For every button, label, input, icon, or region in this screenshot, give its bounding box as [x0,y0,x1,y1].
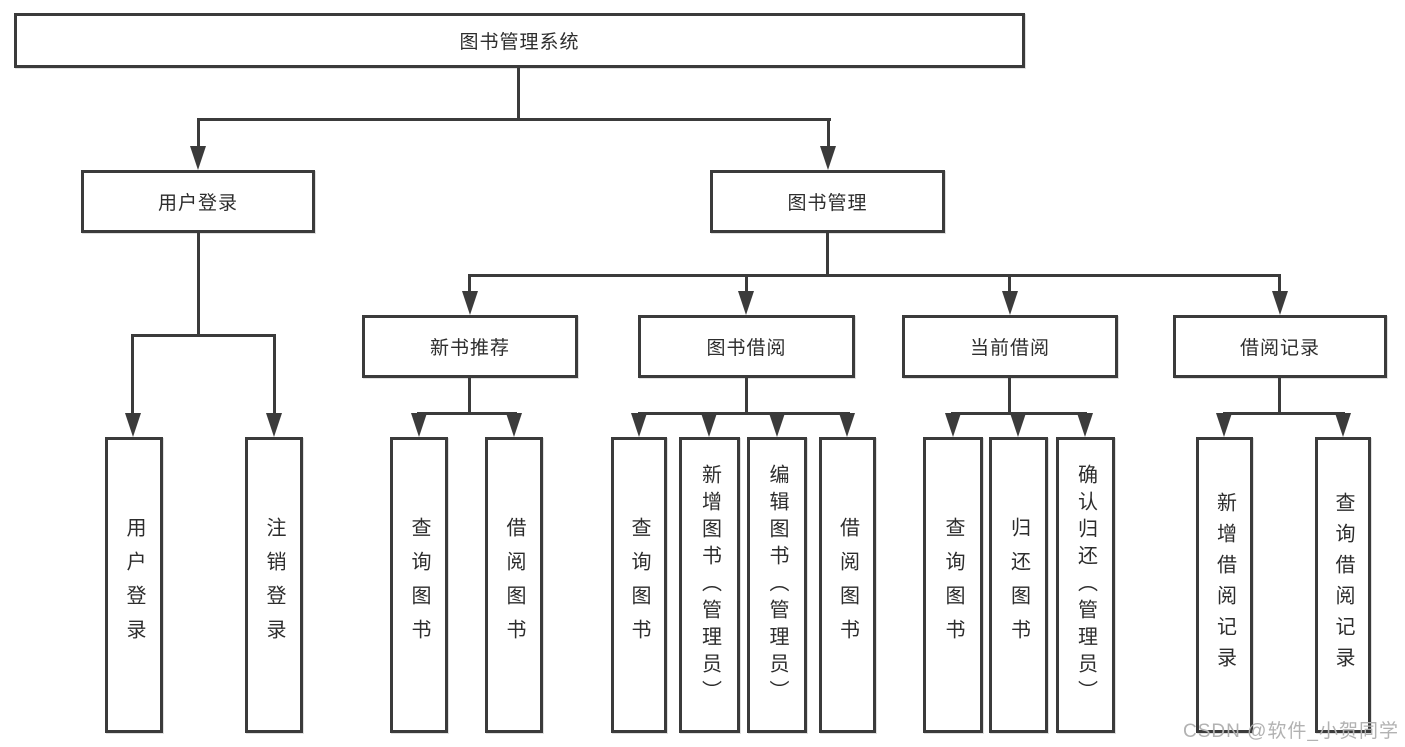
leaf-query-books-recommend: 查询图书 [390,437,448,733]
leaf-add-book-admin-label: 新增图书（管理员） [698,463,721,707]
arrowhead-book-mgmt [820,146,836,170]
edge-borrow-records-stem [1278,378,1281,415]
edge-root-drop-book-mgmt [827,118,830,150]
edge-drop-current-borrowing [1008,274,1011,296]
leaf-query-books-borrowing-label: 查询图书 [628,517,650,653]
edge-drop-new-book-recommend [468,274,471,296]
leaf-return-book-label: 归还图书 [1007,517,1030,653]
leaf-user-login-label: 用户登录 [123,517,145,653]
node-user-login: 用户登录 [81,170,315,233]
edge-drop-book-borrowing [745,274,748,296]
node-book-management: 图书管理 [710,170,945,233]
edge-user-login-rail [131,334,276,337]
arrowhead-book-borrowing [738,291,754,315]
edge-new-book-recommend-stem [468,378,471,415]
edge-borrow-records-rail [1223,412,1345,415]
leaf-confirm-return-admin-label: 确认归还（管理员） [1074,463,1097,707]
arrowhead-leaf-query-borrow-record [1335,413,1351,437]
leaf-query-books-borrowing: 查询图书 [611,437,667,733]
edge-book-borrowing-stem [745,378,748,415]
leaf-user-login: 用户登录 [105,437,163,733]
arrowhead-current-borrowing [1002,291,1018,315]
leaf-borrow-books-recommend: 借阅图书 [485,437,543,733]
arrowhead-borrow-records [1272,291,1288,315]
leaf-query-books-current-label: 查询图书 [942,517,964,653]
leaf-logout-label: 注销登录 [263,517,285,653]
arrowhead-new-book-recommend [462,291,478,315]
leaf-query-borrow-record-label: 查询借阅记录 [1332,492,1354,678]
node-user-login-label: 用户登录 [157,193,238,214]
arrowhead-user-login [190,146,206,170]
edge-current-borrowing-stem [1008,378,1011,415]
leaf-add-borrow-record-label: 新增借阅记录 [1213,492,1236,678]
arrowhead-leaf-add-borrow-record [1216,413,1232,437]
edge-root-rail [197,118,831,121]
leaf-confirm-return-admin: 确认归还（管理员） [1056,437,1115,733]
arrowhead-leaf-query-books-recommend [411,413,427,437]
node-book-borrowing: 图书借阅 [638,315,855,378]
node-root-label: 图书管理系统 [459,32,580,53]
node-root: 图书管理系统 [14,13,1025,68]
arrowhead-leaf-add-book-admin [701,413,717,437]
edge-drop-borrow-records [1278,274,1281,296]
edge-drop-leaf-user-login [131,334,134,416]
leaf-query-books-recommend-label: 查询图书 [408,517,430,653]
leaf-add-borrow-record: 新增借阅记录 [1196,437,1253,733]
edge-root-stem [517,68,520,120]
edge-drop-leaf-logout [273,334,276,416]
node-current-borrowing-label: 当前借阅 [969,338,1050,359]
node-book-management-label: 图书管理 [787,193,868,214]
node-book-borrowing-label: 图书借阅 [706,338,787,359]
arrowhead-leaf-query-books-borrowing [631,413,647,437]
edge-book-mgmt-rail [468,274,1281,277]
arrowhead-leaf-edit-book-admin [769,413,785,437]
edge-book-mgmt-stem [826,233,829,277]
edge-root-drop-user-login [197,118,200,150]
leaf-query-borrow-record: 查询借阅记录 [1315,437,1371,733]
arrowhead-leaf-confirm-return-admin [1077,413,1093,437]
node-borrow-records-label: 借阅记录 [1239,338,1320,359]
arrowhead-leaf-user-login [125,413,141,437]
edge-book-borrowing-rail [638,412,850,415]
arrowhead-leaf-borrow-books-borrowing [839,413,855,437]
leaf-edit-book-admin: 编辑图书（管理员） [747,437,807,733]
node-new-book-recommend-label: 新书推荐 [429,338,510,359]
node-borrow-records: 借阅记录 [1173,315,1387,378]
leaf-borrow-books-borrowing: 借阅图书 [819,437,876,733]
leaf-return-book: 归还图书 [989,437,1048,733]
leaf-borrow-books-recommend-label: 借阅图书 [503,517,525,653]
csdn-watermark: CSDN @软件_小贺同学 [1183,721,1399,742]
edge-user-login-stem [197,233,200,337]
arrowhead-leaf-query-books-current [945,413,961,437]
leaf-query-books-current: 查询图书 [923,437,983,733]
leaf-borrow-books-borrowing-label: 借阅图书 [836,517,859,653]
arrowhead-leaf-logout [266,413,282,437]
arrowhead-leaf-return-book [1010,413,1026,437]
arrowhead-leaf-borrow-books-recommend [506,413,522,437]
leaf-logout: 注销登录 [245,437,303,733]
node-current-borrowing: 当前借阅 [902,315,1118,378]
leaf-edit-book-admin-label: 编辑图书（管理员） [766,463,788,707]
node-new-book-recommend: 新书推荐 [362,315,578,378]
leaf-add-book-admin: 新增图书（管理员） [679,437,740,733]
edge-new-book-recommend-rail [417,412,517,415]
